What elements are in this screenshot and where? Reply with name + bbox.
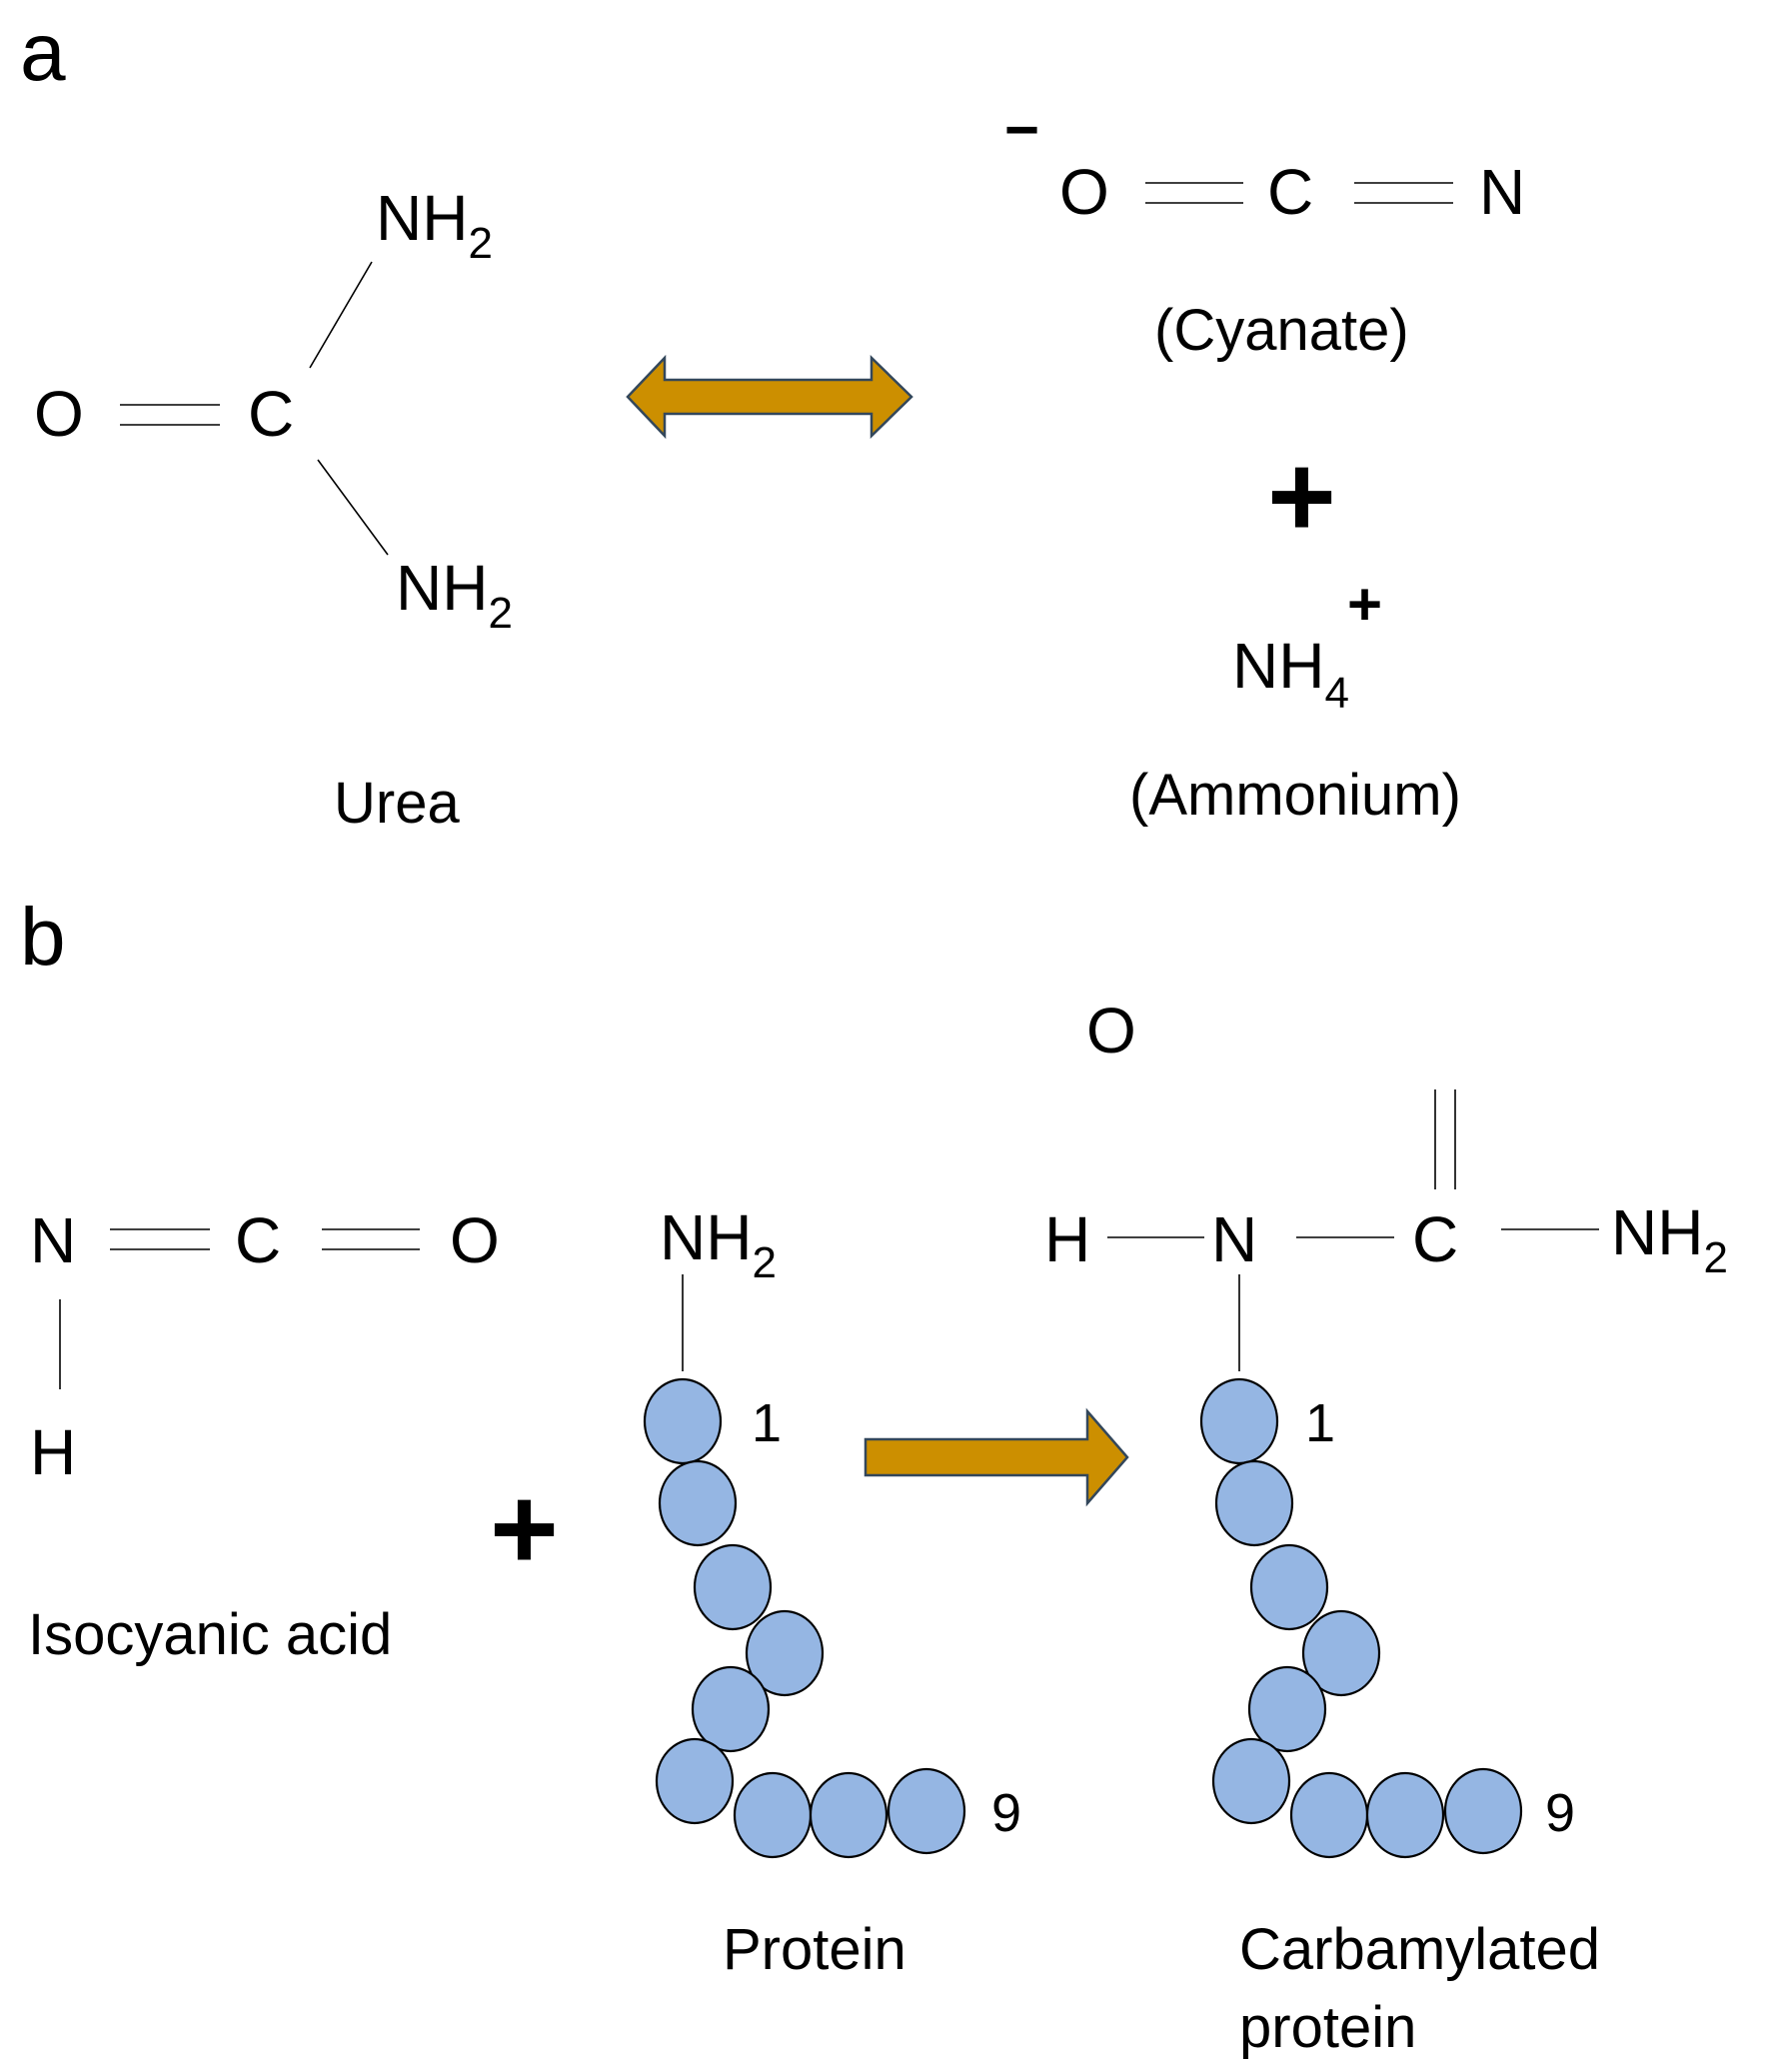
- protein-amine: NH2: [660, 1201, 777, 1287]
- urea-amine-bottom: NH2: [396, 552, 513, 638]
- carbamylated-residue-9: [1443, 1767, 1523, 1855]
- cyanate-structure: − O C N (Cyanate): [1004, 96, 1525, 363]
- carbamyl-oxygen: O: [1086, 995, 1136, 1066]
- carbamylated-caption-line2: protein: [1239, 1995, 1416, 2060]
- carbamylated-residue-4: [1301, 1609, 1381, 1697]
- carbamylated-residue-9-label: 9: [1545, 1783, 1575, 1843]
- reaction-arrow: [864, 1407, 1129, 1507]
- carbamylated-residue-1: [1199, 1377, 1279, 1465]
- carbamylated-protein-structure: O H N C NH2 1 9 Carbamylated protein: [1044, 995, 1728, 2060]
- ammonium-charge: +: [1347, 571, 1382, 638]
- cyanate-nitrogen: N: [1479, 156, 1525, 228]
- equilibrium-arrow: [626, 354, 913, 440]
- carbamylated-residue-chain: [1199, 1377, 1523, 1859]
- protein-structure: NH2 1 9 Protein: [643, 1201, 1021, 1982]
- protein-caption: Protein: [723, 1917, 906, 1982]
- cyanate-caption: (Cyanate): [1154, 298, 1409, 363]
- protein-residue-9-label: 9: [991, 1783, 1021, 1843]
- carbamylated-residue-1-label: 1: [1305, 1393, 1335, 1453]
- isocyanic-acid-structure: N C O H Isocyanic acid: [28, 1204, 500, 1667]
- isocyanic-carbon: C: [235, 1204, 281, 1276]
- carbamylated-residue-5: [1247, 1665, 1327, 1753]
- protein-residue-1-label: 1: [752, 1393, 782, 1453]
- protein-residue-4: [745, 1609, 825, 1697]
- panel-a-letter: a: [20, 7, 66, 98]
- cyanate-charge: −: [1004, 96, 1039, 163]
- urea-bond-c-n-top: [309, 261, 373, 369]
- panel-a: a O C NH2 NH2 Urea − O C N (Cyanate): [20, 7, 1525, 836]
- carbamylated-residue-7: [1289, 1771, 1369, 1859]
- carbamyl-amine: NH2: [1611, 1196, 1728, 1282]
- carbamyl-carbon: C: [1412, 1203, 1458, 1275]
- isocyanic-hydrogen: H: [30, 1416, 76, 1488]
- urea-caption: Urea: [334, 771, 460, 836]
- ammonium-caption: (Ammonium): [1129, 763, 1461, 828]
- isocyanic-caption: Isocyanic acid: [28, 1602, 392, 1667]
- panel-b-plus: +: [490, 1463, 559, 1595]
- protein-residue-2: [658, 1459, 738, 1547]
- carbamyl-nitrogen: N: [1211, 1203, 1257, 1275]
- urea-carbon: C: [248, 378, 294, 450]
- panel-b: b N C O H Isocyanic acid + NH2 1 9 Prote…: [20, 892, 1728, 2060]
- protein-residue-8: [809, 1771, 888, 1859]
- protein-residue-1: [643, 1377, 723, 1465]
- panel-b-letter: b: [20, 892, 66, 983]
- carbamylated-residue-2: [1214, 1459, 1294, 1547]
- isocyanic-oxygen: O: [450, 1204, 500, 1276]
- protein-residue-3: [693, 1543, 773, 1631]
- cyanate-carbon: C: [1267, 156, 1313, 228]
- isocyanic-nitrogen: N: [30, 1204, 76, 1276]
- carbamylated-residue-8: [1365, 1771, 1445, 1859]
- urea-oxygen: O: [34, 378, 84, 450]
- protein-residue-6: [655, 1737, 735, 1825]
- ammonium-structure: NH4 + (Ammonium): [1129, 571, 1461, 828]
- protein-residue-7: [733, 1771, 813, 1859]
- carbamyl-hydrogen: H: [1044, 1203, 1090, 1275]
- protein-residue-5: [691, 1665, 771, 1753]
- panel-a-plus: +: [1267, 431, 1336, 563]
- urea-bond-c-n-bottom: [317, 459, 389, 556]
- protein-residue-9: [886, 1767, 966, 1855]
- carbamylated-residue-3: [1249, 1543, 1329, 1631]
- urea-structure: O C NH2 NH2 Urea: [34, 182, 513, 836]
- carbamylated-residue-6: [1211, 1737, 1291, 1825]
- carbamylated-caption-line1: Carbamylated: [1239, 1917, 1600, 1982]
- urea-amine-top: NH2: [376, 182, 493, 268]
- ammonium-formula: NH4: [1232, 630, 1349, 718]
- protein-residue-chain: [643, 1377, 966, 1859]
- cyanate-oxygen: O: [1059, 156, 1109, 228]
